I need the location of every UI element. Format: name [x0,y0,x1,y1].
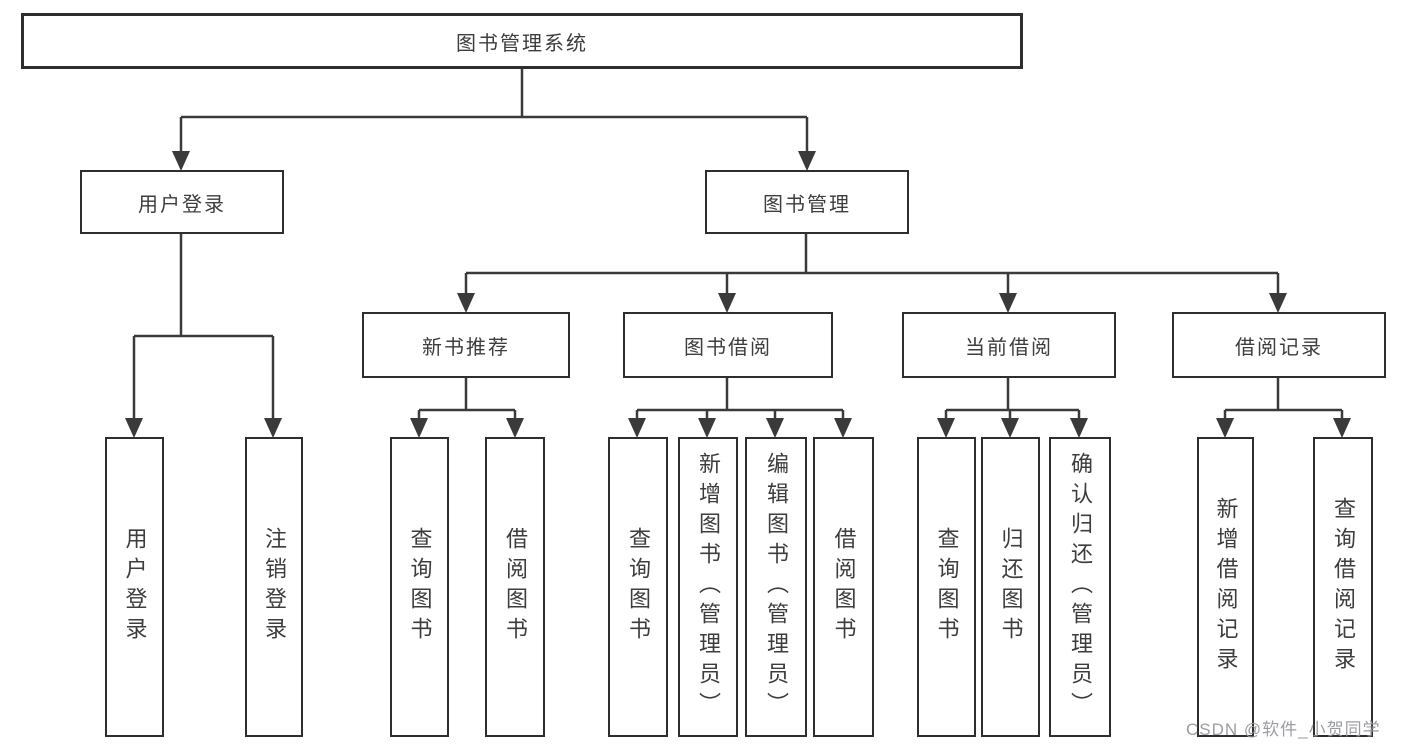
arrowhead [410,418,428,438]
leaf-confirm-return-admin: 确认归还（管理员） [1049,437,1111,737]
node-current-borrow: 当前借阅 [902,312,1116,378]
leaf-add-book-admin: 新增图书（管理员） [678,437,738,737]
arrowhead [506,418,524,438]
arrowhead [1216,418,1234,438]
leaf-add-borrow-record: 新增借阅记录 [1197,437,1254,737]
arrowhead [937,418,955,438]
arrowhead [766,418,784,438]
arrowhead [1333,418,1351,438]
leaf-borrow-book: 借阅图书 [813,437,874,737]
node-library-management-system: 图书管理系统 [21,13,1023,69]
node-user-login: 用户登录 [80,170,284,234]
arrowhead [718,293,736,313]
arrowhead [834,418,852,438]
arrowhead [1269,293,1287,313]
arrowhead [172,151,190,171]
node-borrow-records: 借阅记录 [1172,312,1386,378]
leaf-logout: 注销登录 [245,437,303,737]
arrowhead [264,418,282,438]
arrowhead [1001,418,1019,438]
leaf-query-book-borrow: 查询图书 [608,437,668,737]
leaf-borrow-book-recommend: 借阅图书 [485,437,545,737]
arrowhead [798,151,816,171]
leaf-return-book: 归还图书 [981,437,1040,737]
node-book-borrow: 图书借阅 [623,312,833,378]
arrowhead [125,418,143,438]
csdn-watermark: CSDN @软件_小贺同学 [1186,720,1381,739]
leaf-query-borrow-record: 查询借阅记录 [1313,437,1373,737]
leaf-query-book-recommend: 查询图书 [390,437,449,737]
arrowhead [1070,418,1088,438]
arrowhead [698,418,716,438]
arrowhead [457,293,475,313]
node-book-management: 图书管理 [705,170,909,234]
arrowheads [125,151,1351,438]
leaf-user-login: 用户登录 [105,437,164,737]
arrowhead [999,293,1017,313]
leaf-edit-book-admin: 编辑图书（管理员） [745,437,807,737]
node-new-book-recommend: 新书推荐 [362,312,570,378]
arrowhead [628,418,646,438]
leaf-query-book-current: 查询图书 [917,437,976,737]
